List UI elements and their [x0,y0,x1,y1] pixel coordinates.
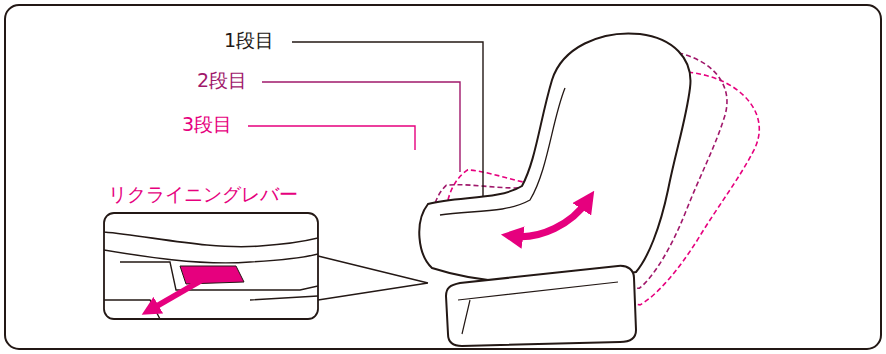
position-label: 2段目 [195,70,249,91]
position-label: 1段目 [222,30,276,51]
recline-arrow [512,200,588,237]
seat-base [446,266,636,346]
lever-inset [104,213,318,319]
inset-frame [104,213,318,319]
outer-frame [5,5,881,349]
part-name: リクライニングレバー [106,184,300,205]
base-edge [458,282,618,334]
seat-seam [440,88,565,215]
position-label: 3段目 [180,114,234,135]
